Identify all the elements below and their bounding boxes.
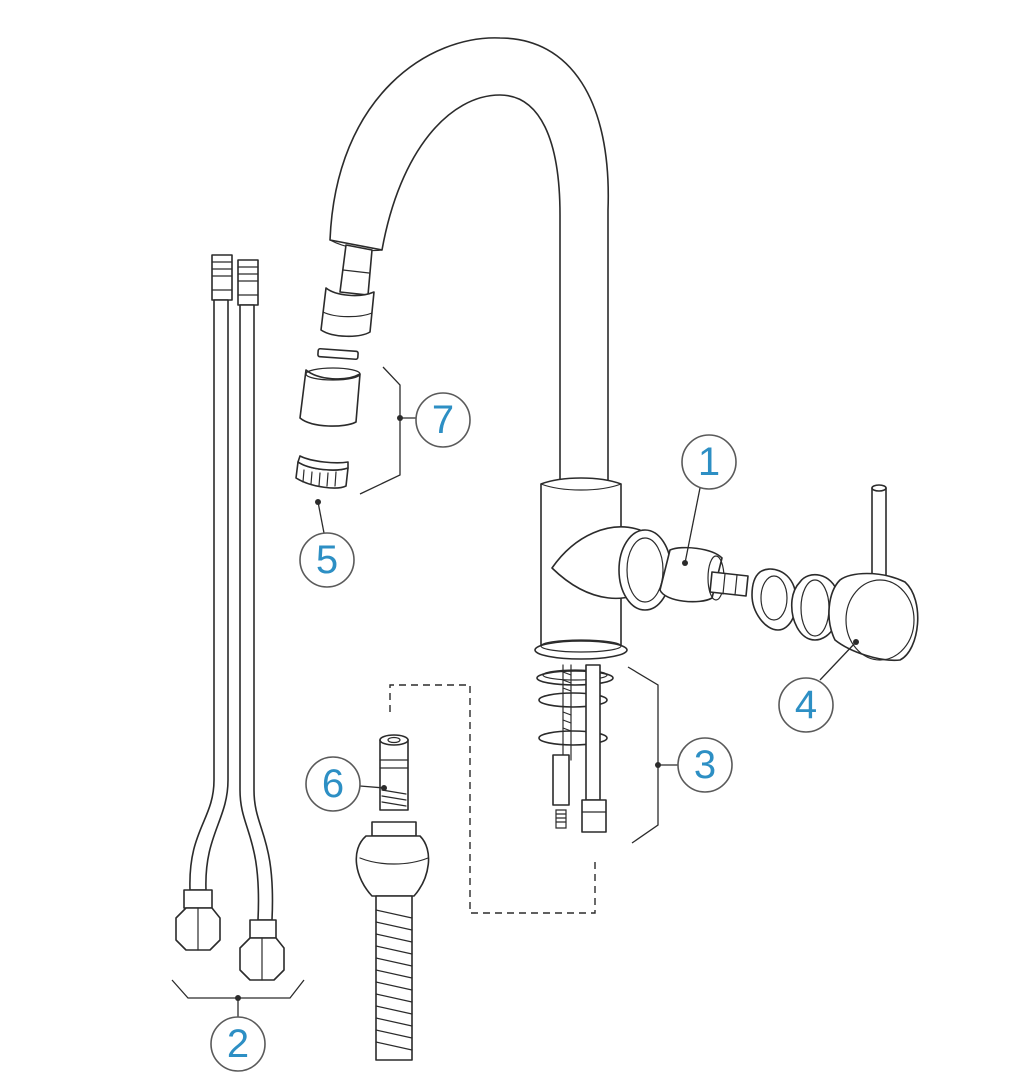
pull-out-hose bbox=[355, 734, 430, 1061]
callout-5-label: 5 bbox=[316, 538, 338, 582]
callout-2-label: 2 bbox=[227, 1022, 249, 1066]
base-flange bbox=[534, 640, 628, 660]
spray-sleeve bbox=[299, 369, 361, 427]
washer bbox=[317, 347, 359, 361]
callout-7: 7 bbox=[415, 392, 471, 448]
callout-3-label: 3 bbox=[694, 743, 716, 787]
callout-6-label: 6 bbox=[322, 762, 344, 806]
callout-6: 6 bbox=[305, 756, 361, 812]
callout-1: 1 bbox=[681, 434, 737, 490]
supply-hoses bbox=[175, 254, 285, 981]
callout-7-label: 7 bbox=[432, 398, 454, 442]
handle-body bbox=[828, 572, 919, 662]
cartridge-assembly bbox=[659, 484, 919, 662]
callout-4-label: 4 bbox=[795, 683, 817, 727]
mounting-kit bbox=[536, 664, 614, 833]
callout-5: 5 bbox=[299, 532, 355, 588]
gooseneck-spout bbox=[329, 37, 610, 489]
callout-1-label: 1 bbox=[698, 440, 720, 484]
hose-route-dashed bbox=[389, 684, 596, 914]
callout-4: 4 bbox=[778, 677, 834, 733]
cartridge-stem bbox=[709, 571, 749, 597]
callout-3: 3 bbox=[677, 737, 733, 793]
callout-2: 2 bbox=[210, 1016, 266, 1072]
spray-connector bbox=[320, 287, 375, 338]
faucet-body bbox=[329, 37, 672, 660]
spray-head-parts bbox=[299, 244, 375, 427]
aerator bbox=[295, 455, 349, 489]
bonnet-nut bbox=[751, 568, 797, 631]
